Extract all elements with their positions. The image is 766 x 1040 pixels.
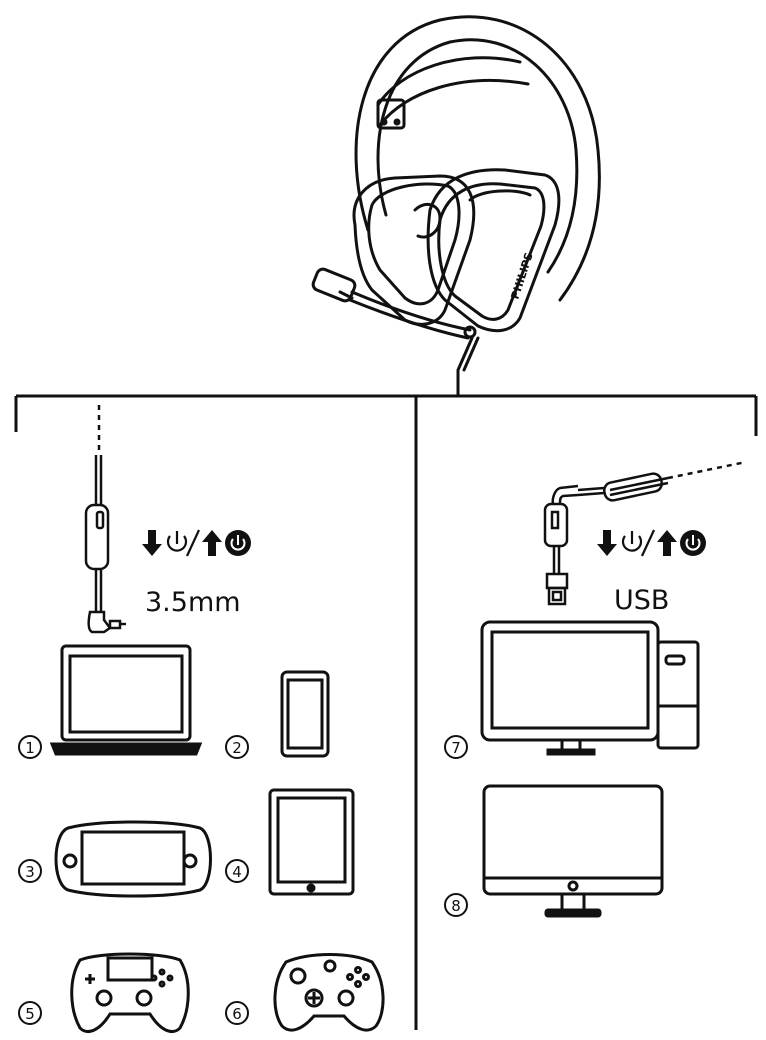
- headset-icon: PHILIPS: [311, 15, 601, 394]
- slash-separator: [641, 529, 655, 557]
- device-4-tablet: 4: [225, 788, 355, 896]
- slash-separator: [186, 529, 200, 557]
- device-1-laptop: 1: [18, 644, 203, 759]
- arrow-down-icon: [142, 530, 162, 556]
- svg-text:3: 3: [25, 863, 35, 881]
- power-on-icon: [680, 530, 706, 556]
- connector-label-usb: USB: [614, 585, 669, 616]
- connector-label-3-5mm: 3.5mm: [145, 587, 241, 618]
- arrow-up-icon: [657, 530, 677, 556]
- audio-cable-3-5mm-icon: [84, 405, 126, 634]
- tablet-icon: [268, 788, 355, 896]
- laptop-icon: [49, 644, 203, 756]
- svg-text:7: 7: [451, 739, 461, 757]
- power-off-icon: [621, 531, 643, 552]
- arrow-up-icon: [202, 530, 222, 556]
- power-on-icon: [225, 530, 251, 556]
- svg-text:2: 2: [232, 739, 242, 757]
- number-badge-4: 4: [225, 859, 249, 883]
- playstation-controller-icon: [70, 952, 190, 1033]
- usb-cable-icon: [543, 460, 747, 606]
- xbox-controller-icon: [273, 953, 385, 1032]
- number-badge-3: 3: [18, 859, 42, 883]
- number-badge-8: 8: [444, 893, 468, 917]
- svg-text:5: 5: [25, 1005, 35, 1023]
- smartphone-icon: [280, 670, 330, 758]
- headset-brand-text: PHILIPS: [508, 251, 535, 301]
- device-8-monitor: 8: [444, 784, 664, 918]
- desktop-pc-icon: [480, 620, 700, 756]
- power-toggle-symbol-left: [142, 529, 251, 557]
- svg-text:8: 8: [451, 897, 461, 915]
- device-5-playstation-controller: 5: [18, 952, 190, 1033]
- number-badge-2: 2: [225, 735, 249, 759]
- number-badge-7: 7: [444, 735, 468, 759]
- device-6-xbox-controller: 6: [225, 953, 385, 1032]
- device-2-smartphone: 2: [225, 670, 330, 759]
- power-off-icon: [166, 531, 188, 552]
- number-badge-6: 6: [225, 1001, 249, 1025]
- power-toggle-symbol-right: [597, 529, 706, 557]
- svg-text:1: 1: [25, 739, 35, 757]
- device-7-desktop-pc: 7: [444, 620, 700, 759]
- device-3-handheld-console: 3: [18, 820, 212, 898]
- svg-text:4: 4: [232, 863, 242, 881]
- arrow-down-icon: [597, 530, 617, 556]
- number-badge-1: 1: [18, 735, 42, 759]
- monitor-icon: [482, 784, 664, 918]
- number-badge-5: 5: [18, 1001, 42, 1025]
- branch-lines: [14, 392, 758, 1030]
- svg-text:6: 6: [232, 1005, 242, 1023]
- handheld-console-icon: [54, 820, 212, 898]
